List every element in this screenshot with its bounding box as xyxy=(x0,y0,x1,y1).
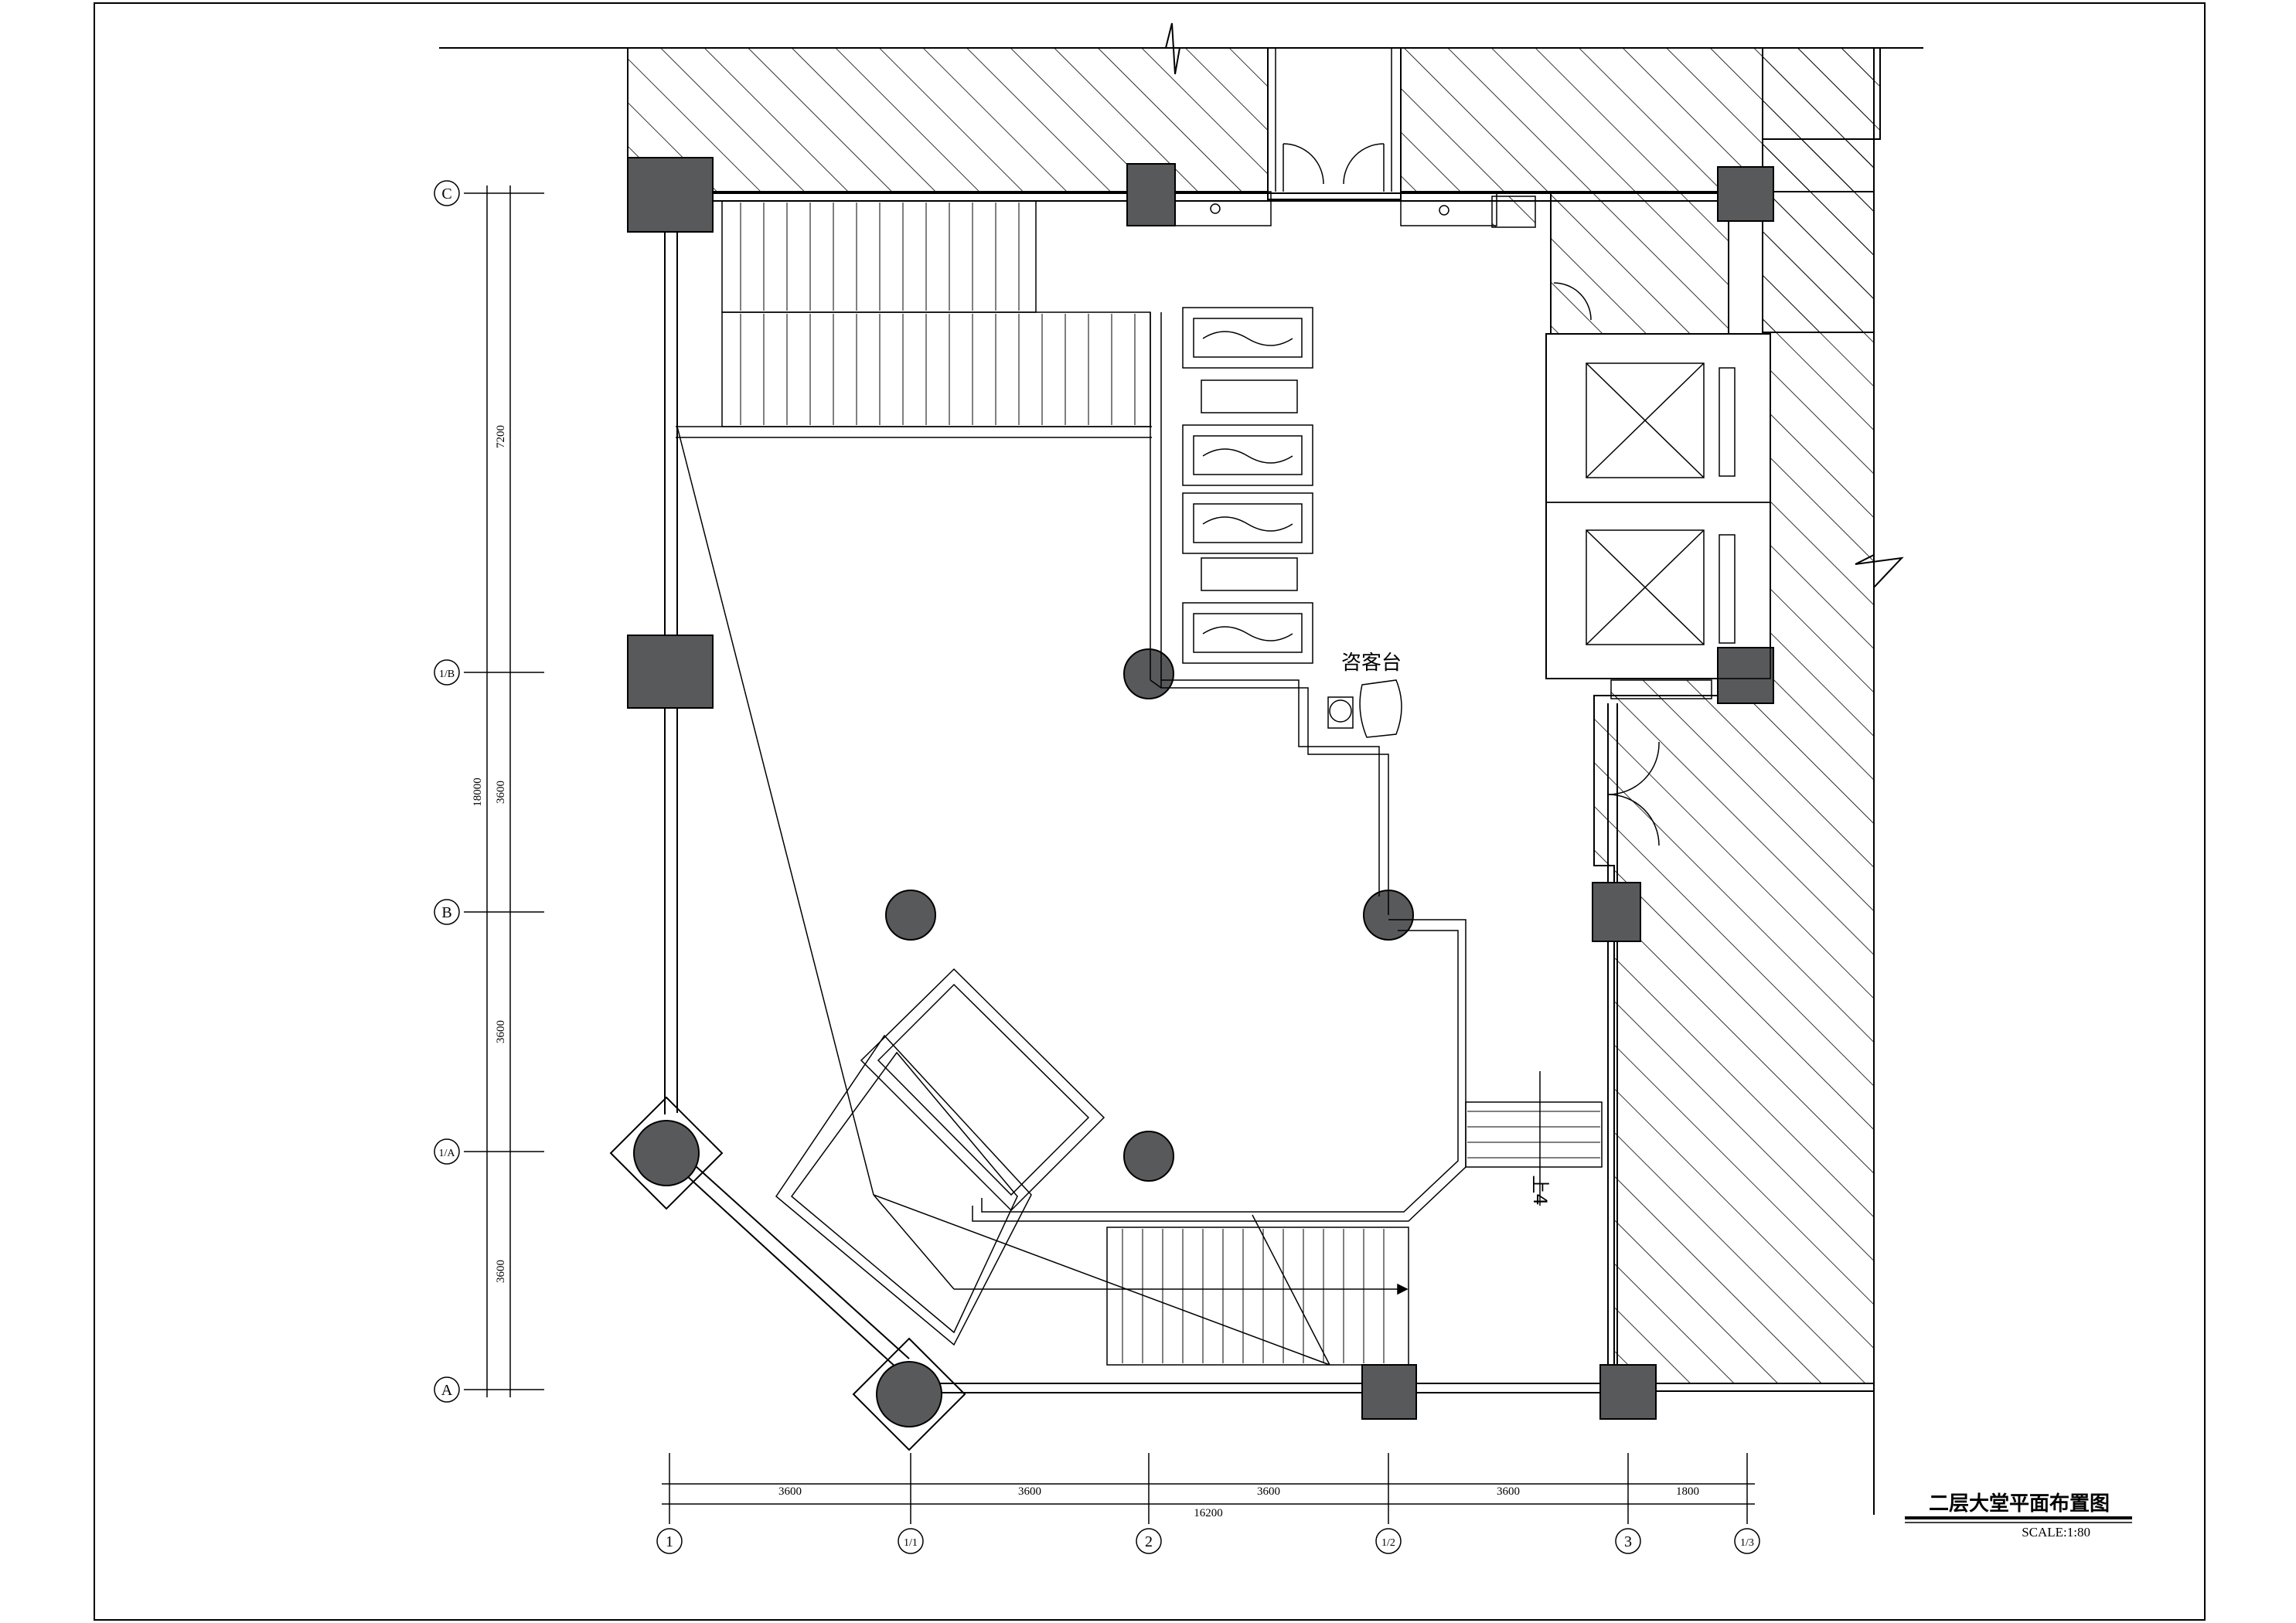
horizontal-dimension-texts: 3600 3600 3600 3600 1800 16200 xyxy=(778,1485,1699,1519)
dimension-text: 7200 xyxy=(495,425,507,448)
sofa xyxy=(1182,424,1313,486)
structural-columns xyxy=(627,157,1774,1420)
sofa xyxy=(1182,602,1313,664)
dimension-text: 3600 xyxy=(778,1485,802,1498)
grid-label-column: 1/1 xyxy=(904,1537,918,1549)
dimension-text: 3600 xyxy=(1257,1485,1280,1498)
column-diamonds xyxy=(609,1096,966,1451)
column xyxy=(627,157,714,233)
column xyxy=(1126,163,1176,226)
stair-up-label: 上4 xyxy=(1529,1175,1551,1205)
grid-label-row: B xyxy=(441,904,451,921)
grid-label-column: 1/2 xyxy=(1381,1537,1395,1549)
grid-label-column: 3 xyxy=(1624,1533,1632,1550)
stair-treads-side xyxy=(1467,1111,1600,1159)
dimension-text: 3600 xyxy=(495,1020,507,1043)
dimension-text: 3600 xyxy=(495,1260,507,1283)
round-column xyxy=(876,1361,942,1427)
stair-treads-upper xyxy=(740,202,1136,425)
grid-label-row: A xyxy=(441,1382,453,1399)
elevator-car xyxy=(1586,529,1705,645)
horizontal-dimension-lines xyxy=(662,1453,1755,1524)
coffee-table xyxy=(1201,557,1298,591)
drawing-title: 二层大堂平面布置图 xyxy=(1929,1492,2110,1516)
coffee-table xyxy=(1201,379,1298,413)
upper-stairs xyxy=(676,200,1162,688)
row-grid-bubbles: C 1/B B 1/A A xyxy=(434,180,460,1403)
column xyxy=(1717,647,1774,704)
top-boundary xyxy=(439,22,1923,1515)
dimension-text: 3600 xyxy=(1018,1485,1041,1498)
column xyxy=(627,635,714,709)
hatched-walls xyxy=(627,47,1881,1384)
round-column xyxy=(1123,648,1174,699)
grid-label-row: 1/A xyxy=(439,1148,456,1159)
vertical-dimension-texts: 7200 3600 3600 3600 18000 xyxy=(472,425,507,1283)
column xyxy=(1361,1364,1417,1420)
reception-partition xyxy=(972,679,1467,1222)
title-underline xyxy=(1905,1516,2132,1523)
grid-label-column: 2 xyxy=(1145,1533,1153,1550)
elevator-car xyxy=(1586,362,1705,478)
column xyxy=(1599,1364,1657,1420)
grid-label-column: 1/3 xyxy=(1740,1537,1754,1549)
round-column xyxy=(633,1120,700,1186)
column xyxy=(1717,166,1774,222)
dimension-total-text: 18000 xyxy=(472,777,484,807)
lounge-furniture xyxy=(1182,307,1313,664)
stair-treads-lower xyxy=(1122,1229,1385,1363)
grid-label-row: C xyxy=(441,185,451,202)
column-grid-bubbles: 1 1/1 2 1/2 3 1/3 xyxy=(656,1528,1760,1554)
column xyxy=(1592,882,1641,942)
core-rooms xyxy=(1267,47,1771,679)
drawing-scale: SCALE:1:80 xyxy=(2022,1525,2090,1540)
round-column xyxy=(885,890,936,941)
reception-desk xyxy=(1327,679,1402,738)
central-escalator xyxy=(676,426,1409,1366)
dimension-text: 3600 xyxy=(1497,1485,1520,1498)
dimension-text: 1800 xyxy=(1676,1485,1699,1498)
washrooms xyxy=(1174,48,1536,228)
round-column xyxy=(1123,1131,1174,1182)
sofa xyxy=(1182,492,1313,554)
elevators xyxy=(1545,282,1771,846)
vertical-dimension-lines xyxy=(464,185,544,1397)
lower-stairs xyxy=(1106,1071,1603,1366)
grid-label-row: 1/B xyxy=(439,669,455,680)
reception-label: 咨客台 xyxy=(1341,652,1402,675)
dimension-text: 3600 xyxy=(495,781,507,804)
sofa xyxy=(1182,307,1313,369)
grid-label-column: 1 xyxy=(666,1533,673,1550)
drawing-border xyxy=(94,2,2206,1621)
dimension-total-text: 16200 xyxy=(1194,1507,1223,1519)
